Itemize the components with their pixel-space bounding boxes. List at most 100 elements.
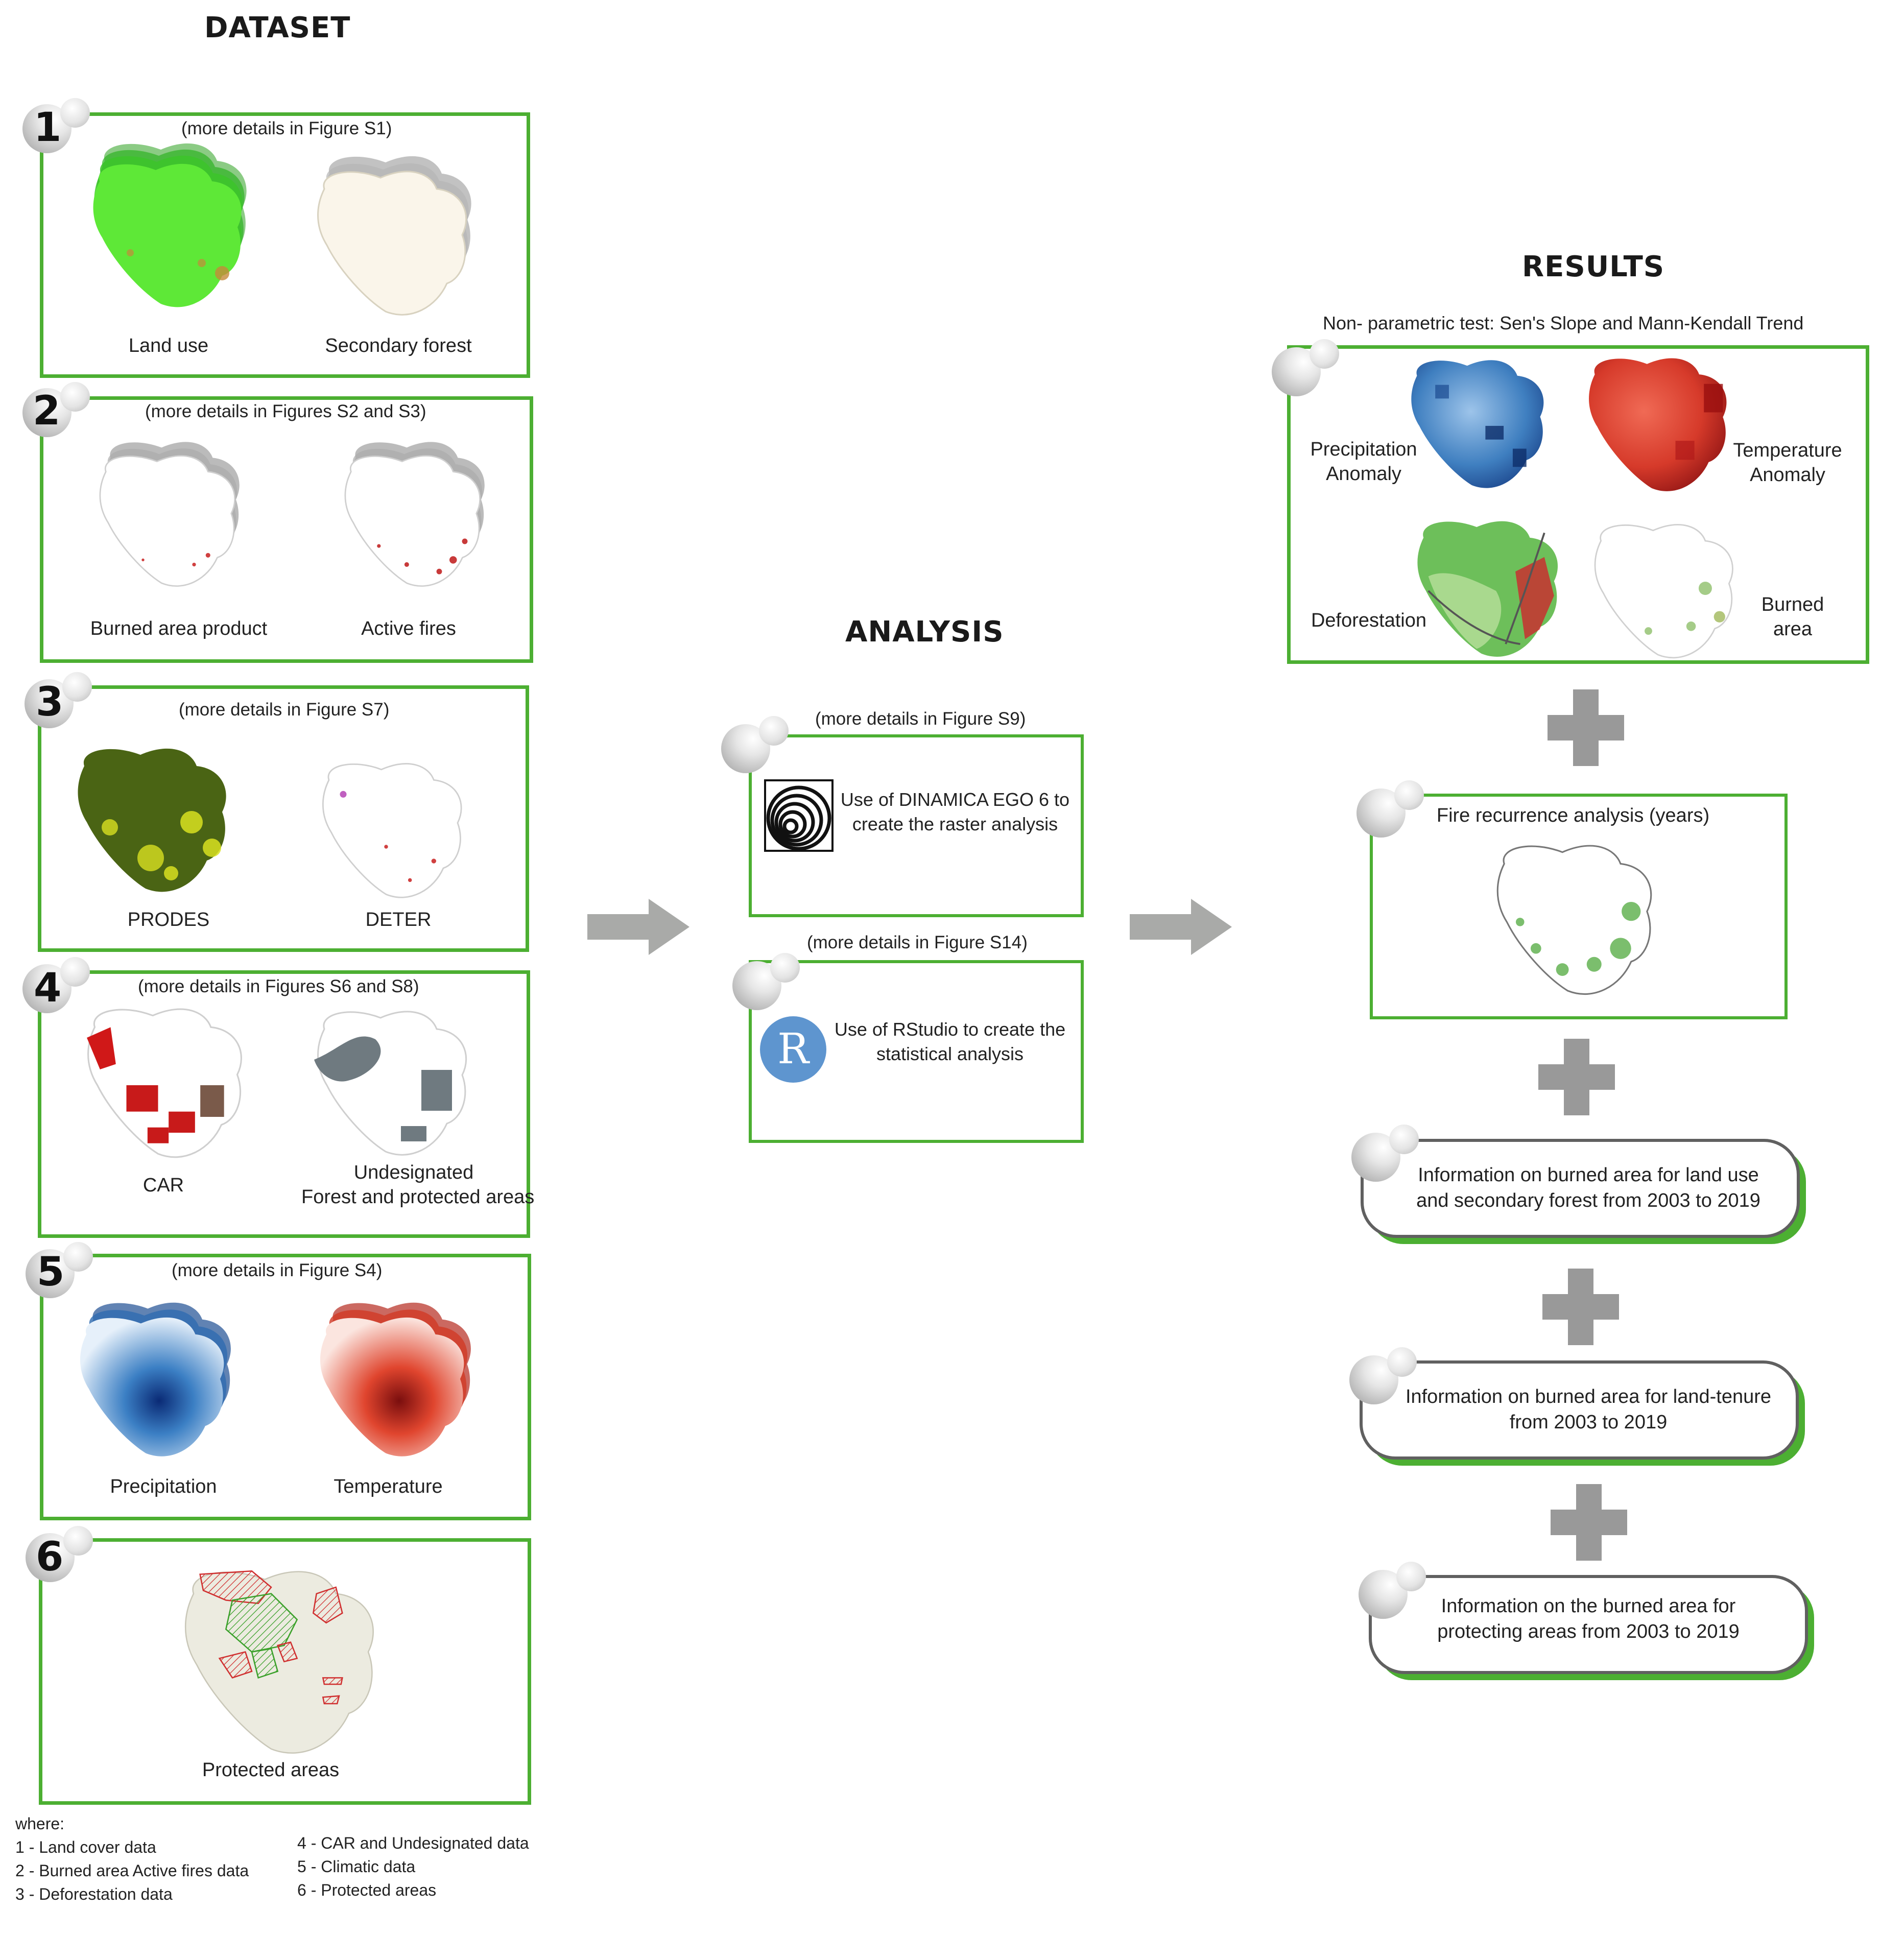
- plus-icon: [1551, 1484, 1627, 1561]
- car-map: [87, 1008, 242, 1158]
- precipitation-map-stack: [80, 1302, 231, 1456]
- label-line: Temperature: [1733, 440, 1842, 461]
- label-precipitation: Precipitation: [110, 1476, 217, 1497]
- info-text: Information on the burned area for prote…: [1379, 1593, 1798, 1644]
- secondary-forest-map-stack: [317, 156, 471, 316]
- label-line: area: [1773, 618, 1813, 640]
- label-line: Anomaly: [1750, 464, 1825, 486]
- protected-areas-map: [184, 1570, 374, 1754]
- panel-number: 3: [36, 679, 64, 725]
- badge-ball-small: [1396, 1562, 1426, 1591]
- legend-item: 1 - Land cover data: [15, 1838, 156, 1856]
- panel-note: (more details in Figure S4): [172, 1260, 383, 1280]
- burned-area-map-stack: [99, 442, 240, 587]
- plus-icon: [1548, 689, 1624, 766]
- label-temperature-anomaly: Temperature Anomaly: [1726, 438, 1849, 487]
- badge-ball-small: [1310, 339, 1339, 369]
- fire-recurrence-map: [1496, 845, 1652, 995]
- land-use-map-stack: [93, 143, 247, 307]
- badge-ball-small: [63, 1242, 93, 1272]
- label-forest-protected: Forest and protected areas: [301, 1186, 535, 1208]
- panel-number: 1: [34, 105, 62, 151]
- pill-frame: [1360, 1360, 1799, 1460]
- rstudio-icon: R: [760, 1016, 826, 1083]
- legend-item: 6 - Protected areas: [297, 1881, 437, 1899]
- burned-area-map: [1594, 524, 1733, 659]
- label-protected-areas: Protected areas: [202, 1759, 340, 1781]
- label-burned-area-product: Burned area product: [90, 618, 268, 639]
- label-prodes: PRODES: [127, 909, 210, 930]
- info-text: Information on burned area for land-tenu…: [1379, 1384, 1798, 1435]
- analysis-note: (more details in Figure S14): [807, 933, 1028, 952]
- analysis-heading: ANALYSIS: [845, 615, 1004, 649]
- label-line: Burned: [1761, 594, 1824, 615]
- label-secondary-forest: Secondary forest: [325, 335, 472, 356]
- plus-icon: [1538, 1039, 1615, 1115]
- active-fires-map-stack: [344, 442, 485, 587]
- analysis-line: Use of DINAMICA EGO 6 to: [840, 789, 1070, 810]
- results-subtitle: Non- parametric test: Sen's Slope and Ma…: [1323, 313, 1804, 333]
- results-heading: RESULTS: [1522, 250, 1665, 283]
- info-line: from 2003 to 2019: [1509, 1412, 1668, 1433]
- label-precipitation-anomaly: Precipitation Anomaly: [1297, 437, 1430, 486]
- panel-number: 4: [34, 965, 62, 1011]
- label-line: Anomaly: [1326, 463, 1401, 485]
- analysis-text-dinamica: Use of DINAMICA EGO 6 to create the rast…: [838, 787, 1073, 837]
- badge-ball-small: [1387, 1347, 1417, 1377]
- fire-recurrence-title: Fire recurrence analysis (years): [1436, 805, 1710, 826]
- panel-note: (more details in Figure S1): [181, 118, 392, 138]
- undesignated-map: [314, 1011, 467, 1156]
- info-line: Information on burned area for land use: [1418, 1164, 1759, 1186]
- label-undesignated: Undesignated: [353, 1162, 474, 1183]
- legend-item: 3 - Deforestation data: [15, 1885, 173, 1903]
- plus-icon: [1542, 1269, 1619, 1345]
- label-deter: DETER: [365, 909, 432, 930]
- label-temperature: Temperature: [334, 1476, 443, 1497]
- arrow-analysis-to-results: [1130, 899, 1232, 955]
- legend-col2: 4 - CAR and Undesignated data 5 - Climat…: [297, 1831, 529, 1902]
- info-line: Information on burned area for land-tenu…: [1405, 1386, 1772, 1407]
- pill-frame: [1361, 1139, 1800, 1238]
- label-car: CAR: [142, 1175, 184, 1196]
- label-burned-area: Burned area: [1742, 592, 1844, 641]
- badge-ball-small: [60, 957, 90, 987]
- label-deforestation: Deforestation: [1311, 610, 1426, 631]
- analysis-line: create the raster analysis: [852, 814, 1058, 834]
- analysis-text-rstudio: Use of RStudio to create the statistical…: [827, 1017, 1073, 1066]
- arrow-dataset-to-analysis: [587, 899, 689, 955]
- temperature-map-stack: [320, 1302, 471, 1456]
- legend-item: 4 - CAR and Undesignated data: [297, 1834, 529, 1852]
- analysis-line: Use of RStudio to create the: [834, 1019, 1066, 1040]
- prodes-map: [78, 748, 226, 892]
- analysis-note: (more details in Figure S9): [815, 709, 1026, 729]
- legend-title: where:: [15, 1814, 65, 1833]
- panel-note: (more details in Figure S7): [179, 700, 390, 720]
- precipitation-anomaly-map: [1411, 360, 1544, 488]
- results-box-frame: [1287, 345, 1869, 664]
- info-text: Information on burned area for land use …: [1379, 1162, 1798, 1213]
- badge-ball-small: [60, 382, 90, 412]
- panel-note: (more details in Figures S2 and S3): [145, 401, 426, 421]
- pill-frame: [1369, 1575, 1808, 1674]
- info-line: Information on the burned area for: [1441, 1595, 1736, 1617]
- badge-ball-small: [770, 953, 800, 983]
- dinamica-spiral-icon: [764, 779, 834, 852]
- deforestation-map: [1417, 521, 1558, 657]
- label-active-fires: Active fires: [361, 618, 456, 639]
- badge-ball-small: [62, 672, 92, 702]
- badge-ball-small: [63, 1526, 93, 1556]
- panel-number: 6: [36, 1534, 64, 1580]
- deter-map: [322, 763, 462, 898]
- dataset-heading: DATASET: [204, 11, 351, 44]
- badge-ball-small: [60, 98, 90, 128]
- label-line: Precipitation: [1310, 439, 1417, 460]
- analysis-line: statistical analysis: [876, 1043, 1024, 1064]
- temperature-anomaly-map: [1589, 358, 1727, 491]
- label-land-use: Land use: [128, 335, 209, 356]
- legend-item: 5 - Climatic data: [297, 1857, 416, 1876]
- panel-number: 5: [37, 1249, 65, 1295]
- info-line: protecting areas from 2003 to 2019: [1437, 1621, 1740, 1642]
- panel-number: 2: [33, 388, 61, 434]
- badge-ball-small: [1394, 780, 1424, 810]
- badge-ball-small: [1389, 1125, 1419, 1154]
